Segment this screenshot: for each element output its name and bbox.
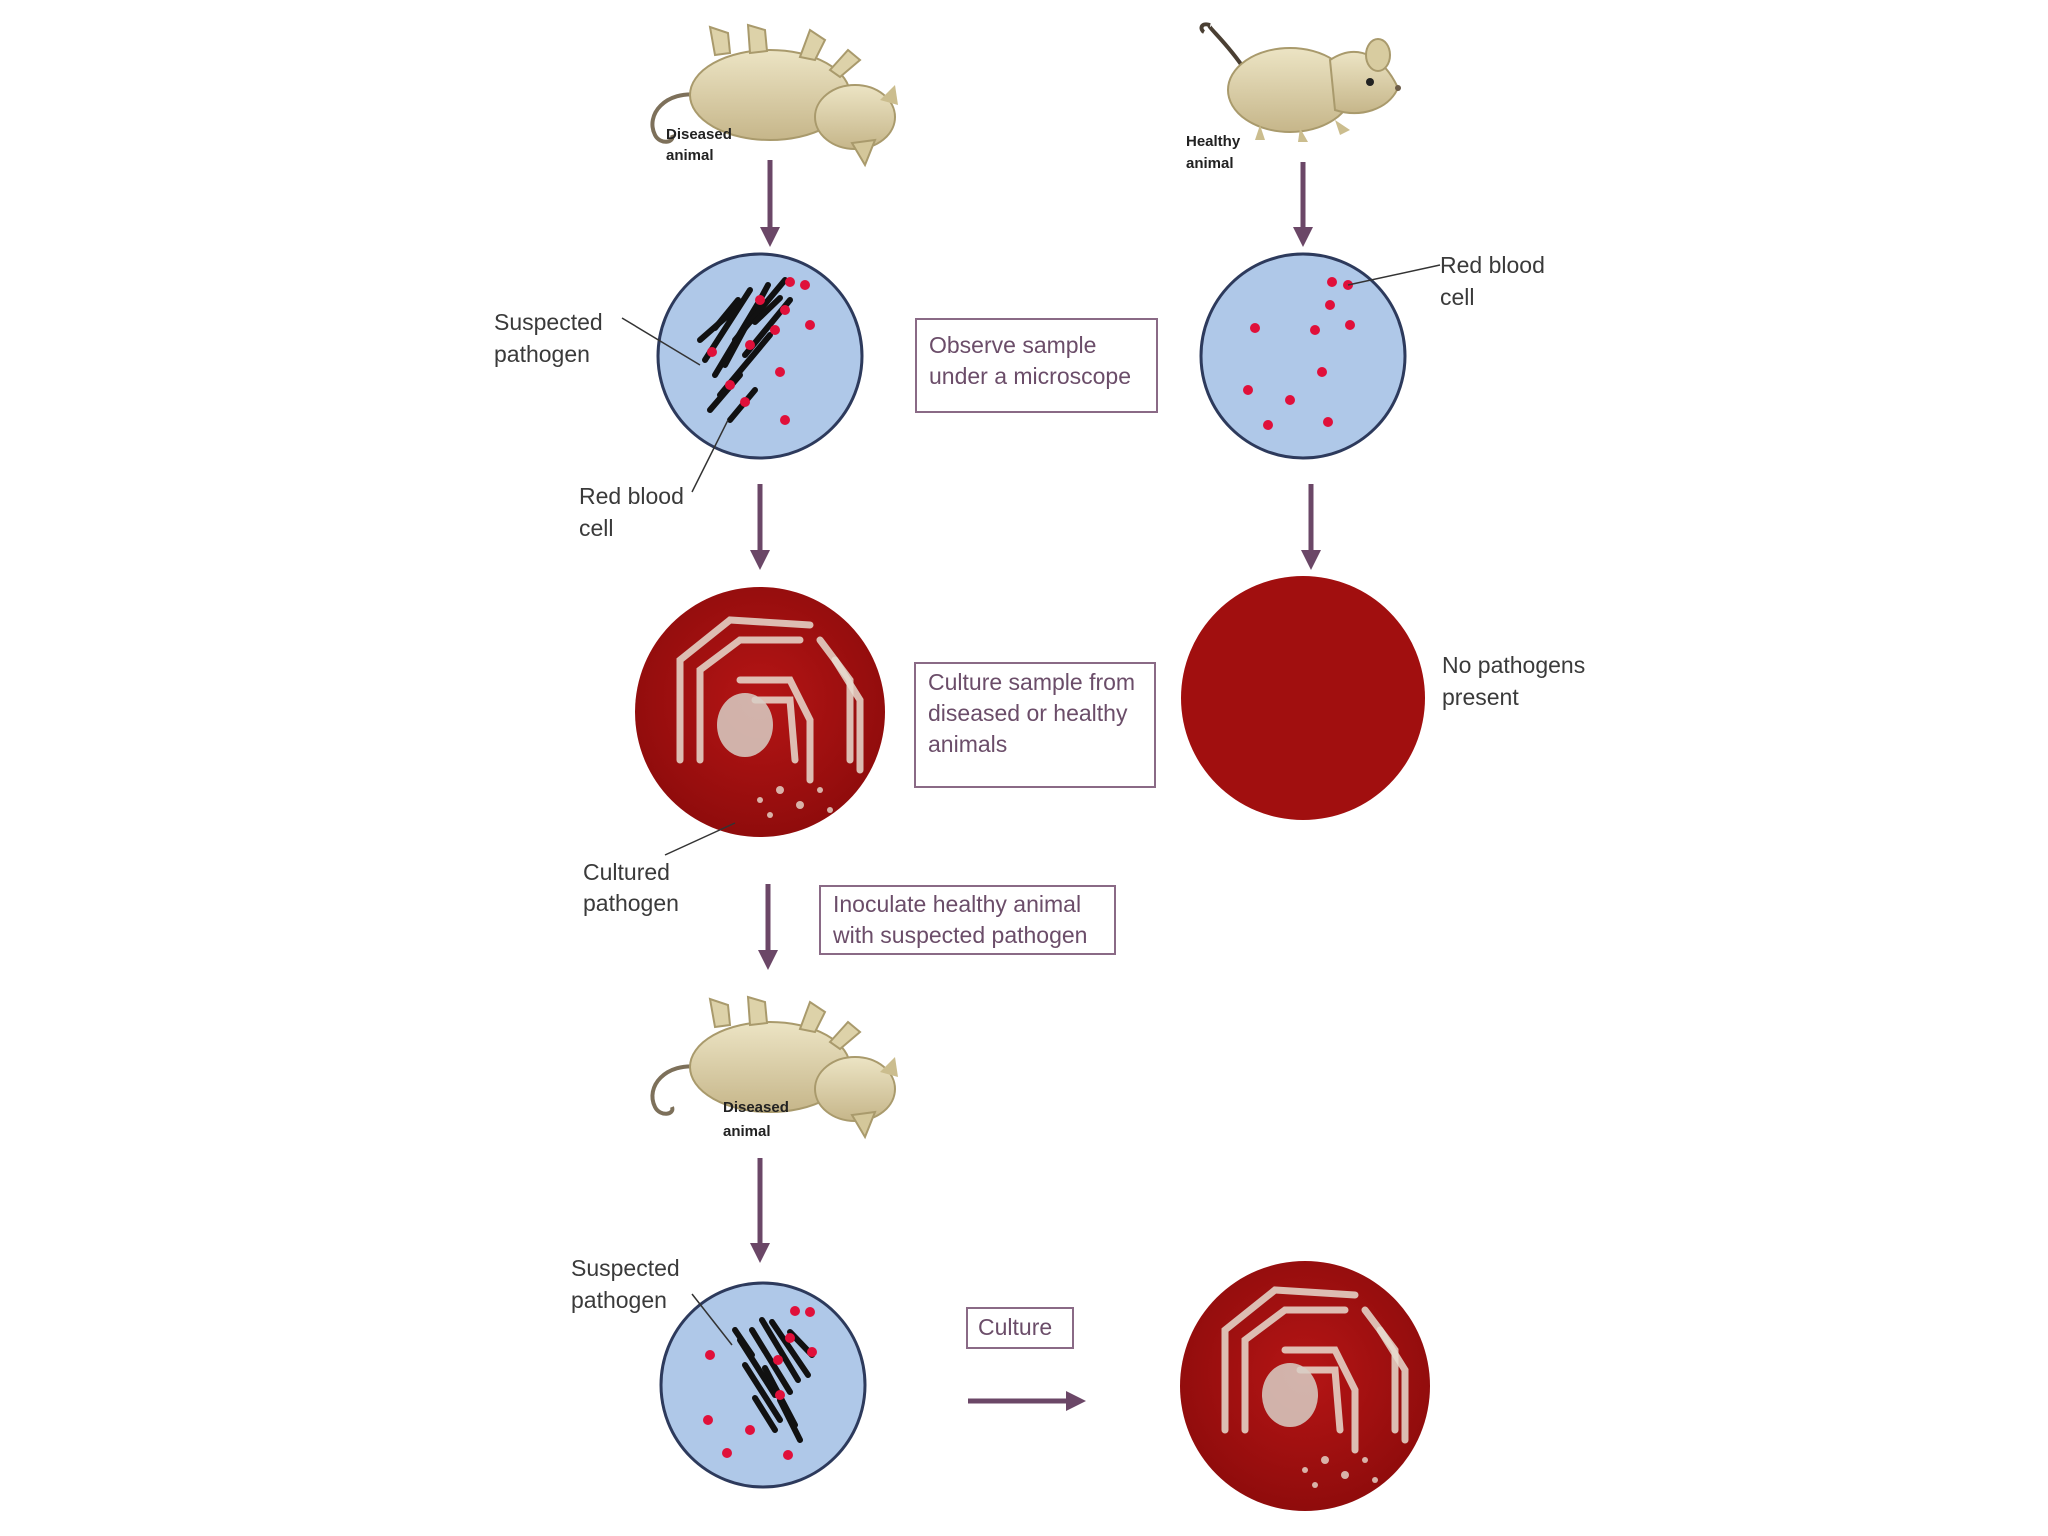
diseased-animal-label-bottom-line-1: Diseased (723, 1099, 789, 1116)
step-culture-sample-line-1: Culture sample from (928, 669, 1136, 695)
diseased-animal-label-line-1: Diseased (666, 126, 732, 143)
diseased-animal-label-bottom: Diseased animal (723, 1099, 793, 1140)
step-inoculate-line-1: Inoculate healthy animal (833, 891, 1082, 917)
red-blood-cell-label-left: Red blood cell (579, 483, 690, 541)
streak-dots-right (1302, 1456, 1378, 1488)
cultured-pathogen-label: Cultured pathogen (583, 859, 679, 916)
streak-dots-left (757, 786, 833, 818)
red-blood-cell-label-right-line-2: cell (1440, 284, 1475, 310)
step-inoculate-line-2: with suspected pathogen (833, 922, 1088, 948)
red-blood-cell-label-left-line-2: cell (579, 515, 614, 541)
diseased-sample-slide (656, 252, 864, 460)
healthy-sample-slide (1199, 252, 1407, 460)
no-pathogens-label: No pathogens present (1442, 652, 1592, 710)
red-blood-cells-bottom (703, 1306, 817, 1460)
red-blood-cells (707, 277, 815, 425)
suspected-pathogen-label-bottom-line-1: Suspected (571, 1255, 680, 1281)
no-pathogens-label-line-2: present (1442, 684, 1519, 710)
suspected-pathogen-label-bottom: Suspected pathogen (571, 1255, 686, 1313)
cultured-plate-left (635, 587, 885, 837)
cultured-pathogen-label-line-1: Cultured (583, 859, 670, 885)
step-culture-box: Culture (966, 1307, 1074, 1349)
cultured-plate-bottom-right (1180, 1261, 1430, 1511)
diseased-animal-label-bottom-line-2: animal (723, 1123, 771, 1140)
red-blood-cell-label-right: Red blood cell (1440, 252, 1551, 310)
leader-lines-top-left (621, 317, 729, 493)
suspected-pathogen-label: Suspected pathogen (494, 309, 609, 367)
healthy-animal-label: Healthy animal (1186, 133, 1244, 172)
streak-pattern-right (1221, 1286, 1409, 1454)
step-culture-label: Culture (978, 1314, 1053, 1340)
diseased-sample-slide-bottom (659, 1281, 867, 1489)
step-observe-line-2: under a microscope (929, 363, 1131, 389)
blank-plate-right (1181, 576, 1425, 820)
leader-line-rbc-right (1347, 264, 1441, 286)
leader-line-suspected-pathogen-bottom (691, 1293, 733, 1346)
no-pathogens-label-line-1: No pathogens (1442, 652, 1585, 678)
cultured-pathogen-label-line-2: pathogen (583, 890, 679, 916)
diseased-animal-label-line-2: animal (666, 147, 714, 164)
red-blood-cell-label-right-line-1: Red blood (1440, 252, 1545, 278)
step-observe-box: Observe sample under a microscope (915, 318, 1158, 413)
step-culture-sample-line-2: diseased or healthy (928, 700, 1128, 726)
diseased-animal-label: Diseased animal (666, 126, 736, 164)
healthy-animal-label-line-1: Healthy (1186, 133, 1241, 150)
suspected-pathogen-label-line-1: Suspected (494, 309, 603, 335)
diseased-mouse-top-icon (650, 23, 898, 168)
red-blood-cell-label-left-line-1: Red blood (579, 483, 684, 509)
suspected-pathogen-label-line-2: pathogen (494, 341, 590, 367)
healthy-animal-label-line-2: animal (1186, 155, 1234, 172)
leader-line-cultured-pathogen (664, 822, 736, 856)
step-culture-sample-line-3: animals (928, 731, 1008, 757)
healthy-mouse-icon (1199, 22, 1401, 142)
step-culture-sample-box: Culture sample from diseased or healthy … (914, 662, 1156, 788)
step-inoculate-box: Inoculate healthy animal with suspected … (819, 885, 1116, 955)
step-observe-line-1: Observe sample (929, 332, 1097, 358)
flow-arrows (750, 160, 1321, 1411)
streak-pattern-left (676, 616, 864, 784)
diseased-mouse-bottom-icon (650, 995, 898, 1140)
suspected-pathogen-label-bottom-line-2: pathogen (571, 1287, 667, 1313)
